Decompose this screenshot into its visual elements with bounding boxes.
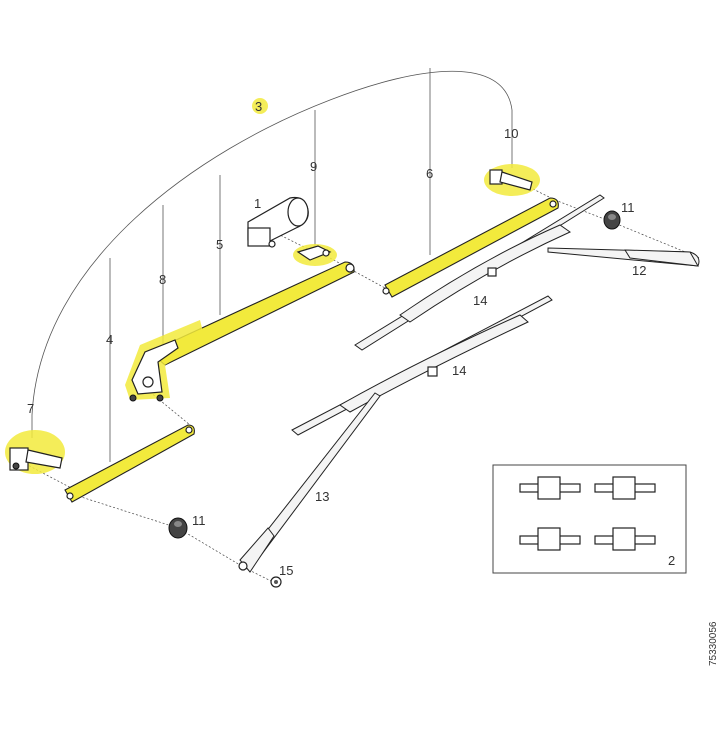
callout-1: 1 [254,196,261,211]
callout-11-lower: 11 [192,513,206,528]
spindle-7 [5,430,65,474]
callout-11-upper: 11 [621,200,635,215]
pivot-crank-8 [125,320,205,402]
wiper-arm-12 [547,247,700,267]
callout-7: 7 [27,401,34,416]
callout-14-lower: 14 [452,363,466,378]
callout-4: 4 [106,332,113,347]
spindle-10 [484,164,540,196]
assembly-line [74,494,179,529]
wiper-arm-13 [238,392,381,573]
callout-3-arc [31,70,513,416]
callout-15: 15 [279,563,293,578]
link-rod-4 [64,424,195,503]
figure-code: 75330056 [708,621,719,666]
link-rod-6 [382,197,559,298]
callout-5: 5 [216,237,223,252]
crank-bracket [293,244,337,266]
screw-15 [270,576,282,588]
callout-6: 6 [426,166,433,181]
assembly-line [329,257,386,289]
callout-2: 2 [668,553,675,568]
assembly-line [177,527,246,569]
callout-8: 8 [159,272,166,287]
callout-9: 9 [310,159,317,174]
wiper-blade-14-lower [291,295,553,436]
callout-12: 12 [632,263,646,278]
wiper-motor [247,196,309,248]
nut-11-upper [603,210,621,230]
inset-bushings-2 [492,464,687,574]
wiper-blade-14-upper [354,194,605,351]
assembly-line [514,179,556,201]
callout-13: 13 [315,489,329,504]
bushing-set [519,476,656,551]
callout-3-highlight [252,98,268,114]
nut-11-lower [168,517,188,539]
callout-10: 10 [504,126,518,141]
callout-3: 3 [255,99,262,114]
callout-14-upper: 14 [473,293,487,308]
